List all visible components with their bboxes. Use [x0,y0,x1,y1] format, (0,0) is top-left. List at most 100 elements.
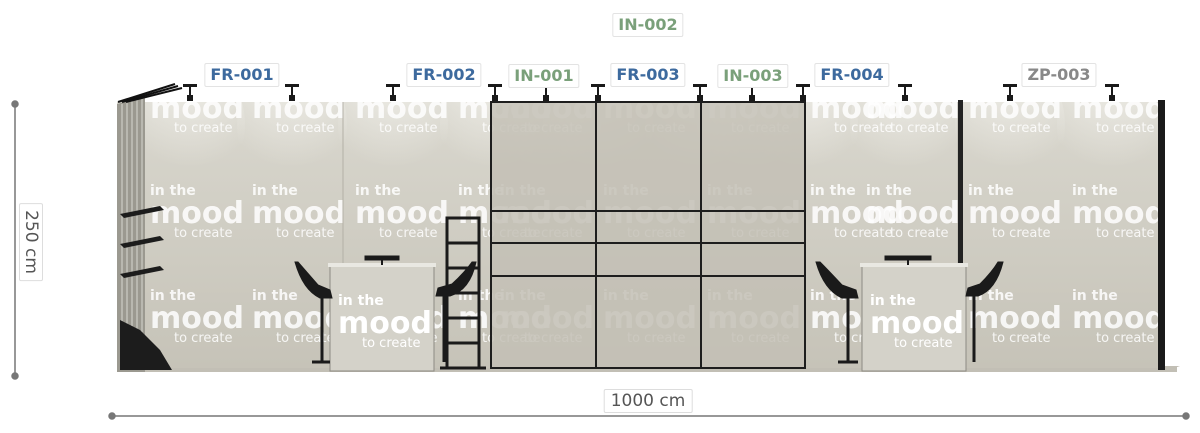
spotlight-icon [183,84,197,101]
svg-text:in the: in the [968,183,1014,199]
svg-text:mood: mood [150,196,244,231]
svg-text:mood: mood [968,196,1062,231]
svg-text:to create: to create [992,121,1050,136]
svg-text:in the: in the [338,293,384,309]
svg-text:mood: mood [866,196,960,231]
svg-text:mood: mood [355,196,449,231]
label-zp-003[interactable]: ZP-003 [1021,63,1097,87]
svg-text:to create: to create [379,226,437,241]
svg-text:in the: in the [252,288,298,304]
svg-text:mood: mood [810,196,904,231]
spotlight-glow [1057,102,1163,195]
spotlight-icon [898,84,912,101]
spotlight-icon [285,84,299,101]
spotlight-icon [693,84,707,101]
svg-text:mood: mood [810,91,904,126]
svg-text:in the: in the [150,183,196,199]
svg-text:to create: to create [174,331,232,346]
svg-text:in the: in the [866,183,912,199]
svg-text:to create: to create [834,121,892,136]
svg-text:to create: to create [890,121,948,136]
right-counter: in the mood to create [860,263,968,372]
svg-text:mood: mood [150,301,244,336]
svg-text:mood: mood [1072,301,1166,336]
spotlight-icon [1003,84,1017,101]
spotlight-glow [338,102,448,195]
svg-text:in the: in the [1072,288,1118,304]
svg-text:to create: to create [276,226,334,241]
label-in-003[interactable]: IN-003 [717,64,789,88]
right-wall-end-post [1158,100,1165,370]
spotlight-icon [796,84,810,101]
label-fr-004[interactable]: FR-004 [814,63,890,87]
svg-text:to create: to create [174,121,232,136]
left-counter: in the mood to create [328,263,436,372]
svg-text:in the: in the [870,293,916,309]
height-dimension-label: 250 cm [19,203,43,281]
svg-text:to create: to create [379,121,437,136]
svg-text:to create: to create [894,336,952,351]
spotlight-glow [850,102,960,195]
svg-text:mood: mood [866,91,960,126]
width-dimension-line [108,412,1190,420]
svg-text:mood: mood [252,91,346,126]
svg-text:to create: to create [834,226,892,241]
spotlight-glow [955,102,1065,195]
svg-text:to create: to create [1096,121,1154,136]
center-partition-panels [490,101,806,369]
label-fr-003[interactable]: FR-003 [610,63,686,87]
spotlight-glow [237,102,347,195]
svg-text:in the: in the [150,288,196,304]
spotlight-icon [488,84,502,101]
label-fr-001[interactable]: FR-001 [204,63,280,87]
spotlight-icon [1105,84,1119,101]
svg-text:to create: to create [1096,331,1154,346]
right-wall-frame [958,100,963,370]
svg-text:mood: mood [968,91,1062,126]
label-in-002[interactable]: IN-002 [612,13,684,37]
spotlight-icon [591,84,605,101]
svg-text:mood: mood [338,306,432,341]
brochure-stand [440,216,486,370]
svg-text:mood: mood [355,91,449,126]
label-fr-002[interactable]: FR-002 [406,63,482,87]
svg-text:to create: to create [174,226,232,241]
svg-text:mood: mood [968,301,1062,336]
svg-text:to create: to create [362,336,420,351]
left-shelving-unit [117,83,183,372]
svg-text:to create: to create [1096,226,1154,241]
svg-text:mood: mood [1072,196,1166,231]
svg-text:in the: in the [810,183,856,199]
svg-text:in the: in the [355,183,401,199]
spotlight-glow [135,102,245,195]
width-dimension-label: 1000 cm [603,389,693,413]
label-in-001[interactable]: IN-001 [508,64,580,88]
svg-text:to create: to create [890,226,948,241]
svg-text:to create: to create [276,121,334,136]
svg-text:mood: mood [252,196,346,231]
right-stools [815,255,1004,364]
svg-text:to create: to create [276,331,334,346]
svg-text:in the: in the [252,183,298,199]
height-dimension-line [11,100,19,380]
svg-text:mood: mood [1072,91,1166,126]
svg-text:to create: to create [992,226,1050,241]
svg-text:mood: mood [870,306,964,341]
svg-text:in the: in the [1072,183,1118,199]
